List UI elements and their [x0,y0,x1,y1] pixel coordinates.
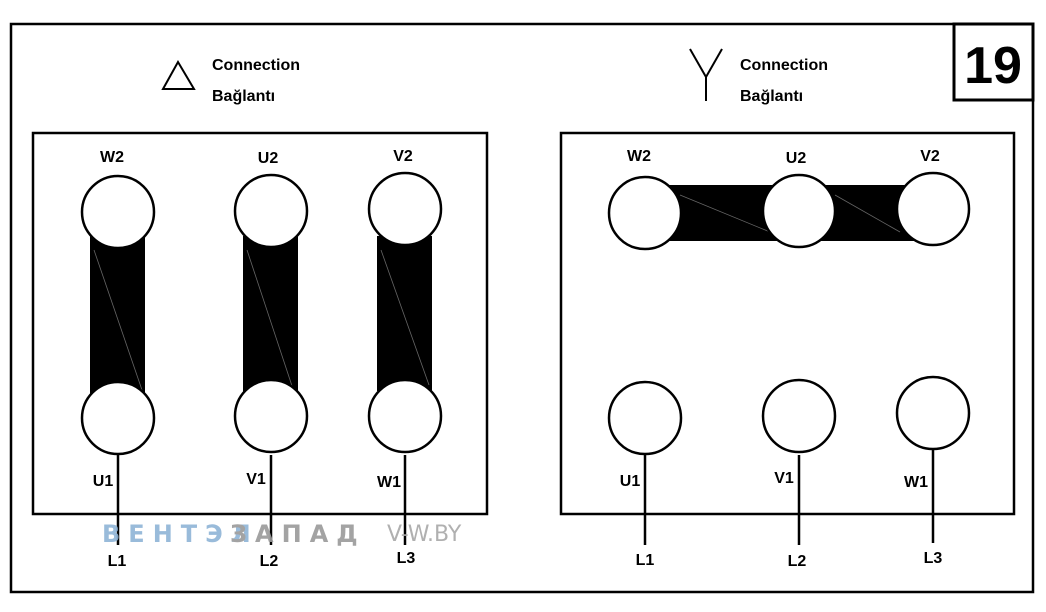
star-title-en: Connection [740,57,828,74]
delta-terminal-w1 [367,378,443,454]
star-label-l3: L3 [924,550,943,567]
star-terminal-v1 [761,378,837,454]
star-terminal-w2 [607,175,683,251]
star-terminal-w1 [895,375,971,451]
star-label-u2: U2 [786,150,807,167]
figure-number: 19 [964,37,1022,95]
watermark-url: V-W.BY [387,522,462,547]
delta-link-2 [243,236,298,401]
delta-link-1 [90,236,145,394]
delta-label-v1: V1 [246,471,266,488]
figure-number-box [952,22,1035,102]
delta-link-hatch [246,249,296,396]
watermark-part2: ЗАПАД [230,520,366,548]
delta-terminal-v2 [367,171,443,247]
delta-label-l3: L3 [397,550,416,567]
watermark: ВЕНТЭЛ ЗАПАД V-W.BY [102,520,462,548]
star-terminal-u1 [607,380,683,456]
star-terminal-v2 [895,171,971,247]
delta-label-l1: L1 [108,553,127,570]
star-label-w2: W2 [627,148,651,165]
star-terminal-box [559,131,1016,516]
star-label-l1: L1 [636,552,655,569]
star-link-hatch [834,194,901,233]
star-label-l2: L2 [788,553,807,570]
star-label-w1: W1 [904,474,928,491]
star-label-v1: V1 [774,470,794,487]
delta-symbol-icon [161,59,196,90]
delta-label-u2: U2 [258,150,279,167]
delta-terminal-v1 [233,378,309,454]
outer-frame [9,22,1035,594]
delta-connection: Connection Bağlantı W2 U2 V2 U1 V1 W1 L1… [31,57,489,570]
delta-terminal-u2 [233,173,309,249]
delta-title-en: Connection [212,57,300,74]
delta-label-l2: L2 [260,553,279,570]
star-symbol-icon [689,48,723,101]
delta-link-3 [377,236,432,391]
delta-link-hatch [380,249,430,386]
star-link-hatch [679,194,771,233]
delta-label-u1: U1 [93,473,114,490]
star-terminal-u2 [761,173,837,249]
delta-title-tr: Bağlantı [212,88,275,105]
delta-terminal-box [31,131,489,516]
star-connection: Connection Bağlantı W2 U2 V2 U1 V1 W1 L1… [559,48,1016,570]
star-title-tr: Bağlantı [740,88,803,105]
delta-label-v2: V2 [393,148,413,165]
delta-link-hatch [93,249,143,391]
delta-terminal-w2 [80,174,156,250]
star-label-v2: V2 [920,148,940,165]
delta-label-w2: W2 [100,149,124,166]
delta-label-w1: W1 [377,474,401,491]
star-label-u1: U1 [620,473,641,490]
delta-terminal-u1 [80,380,156,456]
watermark-part1: ВЕНТЭЛ [102,520,259,548]
